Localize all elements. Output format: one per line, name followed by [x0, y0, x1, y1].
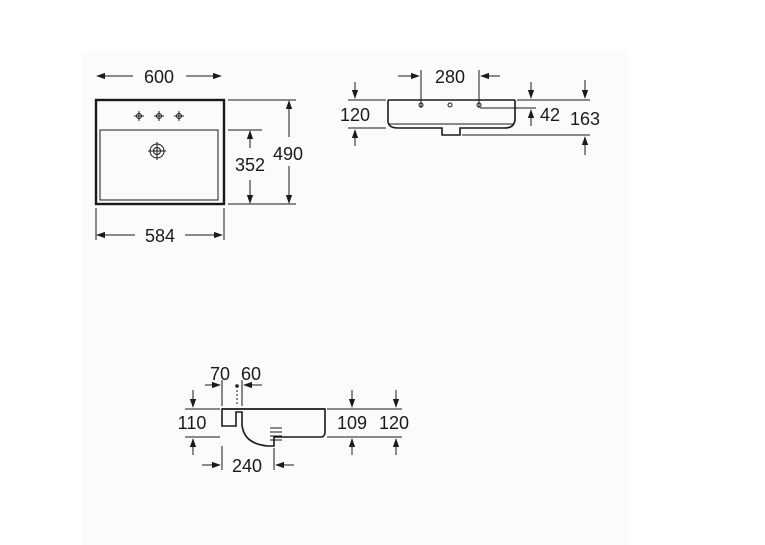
tap-holes	[134, 111, 184, 121]
dim-side-offset-a: 70	[210, 364, 230, 384]
front-tap-marks	[418, 96, 482, 108]
side-view: 70 60 110 240 109 120	[178, 364, 409, 476]
dim-side-height-left: 110	[178, 413, 207, 433]
dim-tap-spacing: 280	[435, 67, 465, 87]
dim-front-height-left: 120	[340, 105, 370, 125]
basin-outline	[94, 98, 226, 206]
waste-fitting	[270, 427, 282, 441]
dim-width-top: 600	[144, 67, 174, 87]
dim-front-height-right-outer: 163	[570, 109, 600, 129]
dim-inner-depth: 352	[235, 155, 265, 175]
dim-outer-depth: 490	[273, 144, 303, 164]
top-view: 600 584 352 490	[94, 67, 303, 246]
front-view: 280 120 42 163	[340, 67, 600, 155]
basin-bowl-outline	[99, 129, 219, 201]
basin-side-profile	[221, 408, 326, 447]
dim-width-bottom: 584	[145, 226, 175, 246]
background-panel	[82, 52, 628, 545]
dim-side-height-right-inner: 109	[337, 413, 367, 433]
dim-side-height-right-outer: 120	[379, 413, 409, 433]
dim-side-offset-b: 60	[241, 364, 261, 384]
dim-side-depth-bottom: 240	[232, 456, 262, 476]
dim-front-height-right-inner: 42	[540, 105, 560, 125]
drain-symbol	[148, 142, 166, 160]
tap-position-marker	[235, 384, 239, 388]
